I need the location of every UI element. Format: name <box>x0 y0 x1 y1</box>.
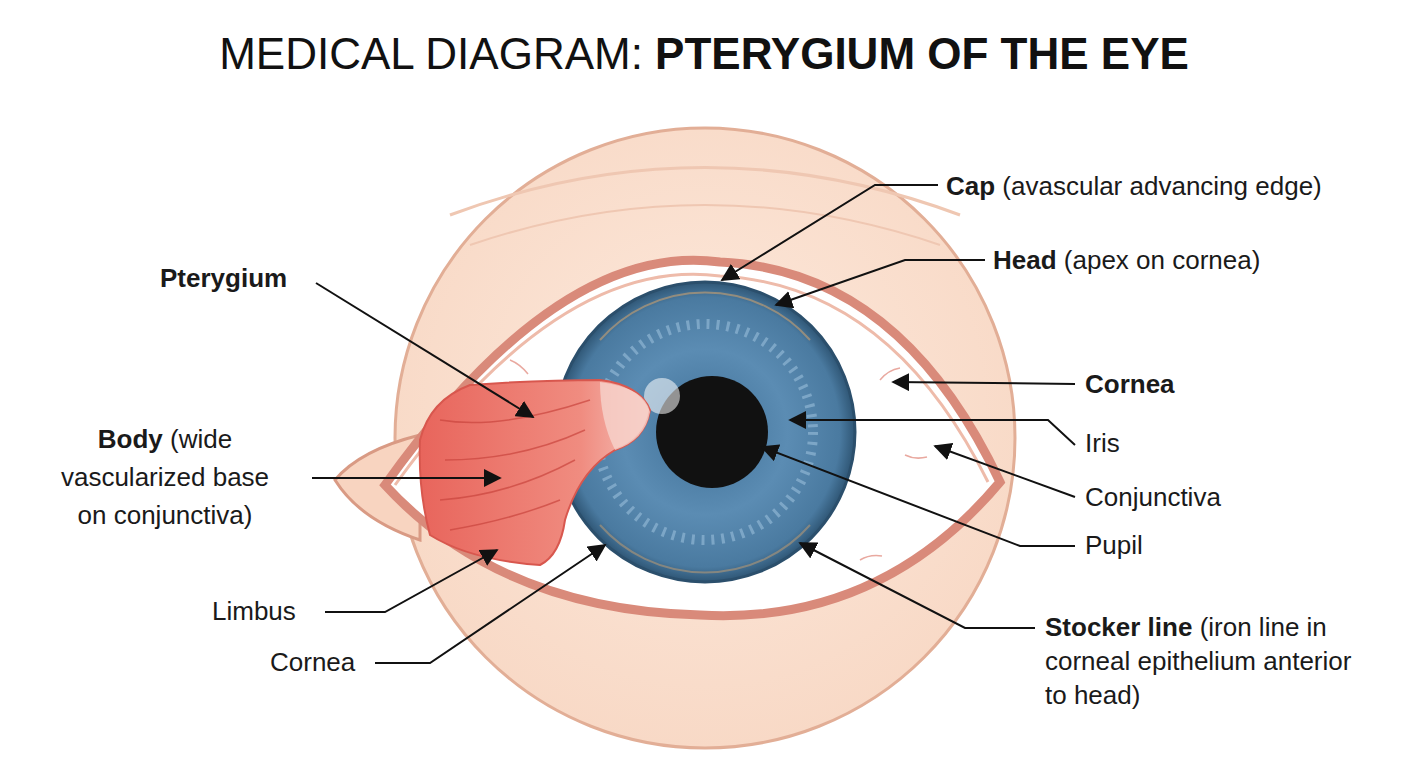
diagram-title: MEDICAL DIAGRAM: PTERYGIUM OF THE EYE <box>0 28 1408 81</box>
part-label: Cornea <box>1085 366 1175 404</box>
part-label: Stocker line (iron line in corneal epith… <box>1045 611 1370 712</box>
part-label: Cornea <box>270 644 355 682</box>
part-label: Iris <box>1085 425 1120 463</box>
part-label: Pupil <box>1085 527 1143 565</box>
part-label: Cap (avascular advancing edge) <box>946 168 1322 206</box>
part-label: Body (wide vascularized base on conjunct… <box>45 421 285 534</box>
part-label: Pterygium <box>160 260 287 298</box>
part-label: Head (apex on cornea) <box>993 242 1260 280</box>
part-label: Conjunctiva <box>1085 479 1221 517</box>
part-label: Limbus <box>212 593 296 631</box>
